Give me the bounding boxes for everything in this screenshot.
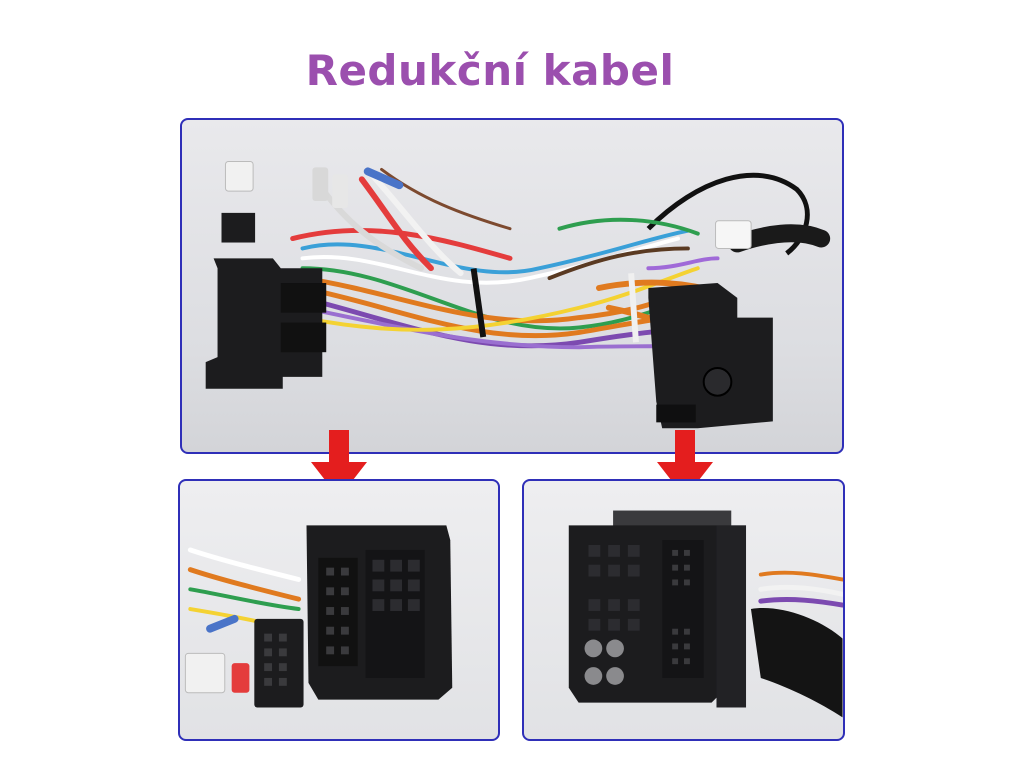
wiring-harness-image: [205, 161, 831, 429]
harness-photo-panel: [180, 118, 844, 454]
right-connector-closeup-panel: [522, 479, 845, 741]
left-connector-closeup-panel: [178, 479, 500, 741]
page-title: Redukční kabel: [305, 46, 675, 95]
left-connector-closeup-image: [184, 525, 453, 708]
down-arrow-icon: [311, 430, 367, 498]
right-connector-closeup-image: [568, 510, 843, 718]
down-arrow-icon: [657, 430, 713, 498]
